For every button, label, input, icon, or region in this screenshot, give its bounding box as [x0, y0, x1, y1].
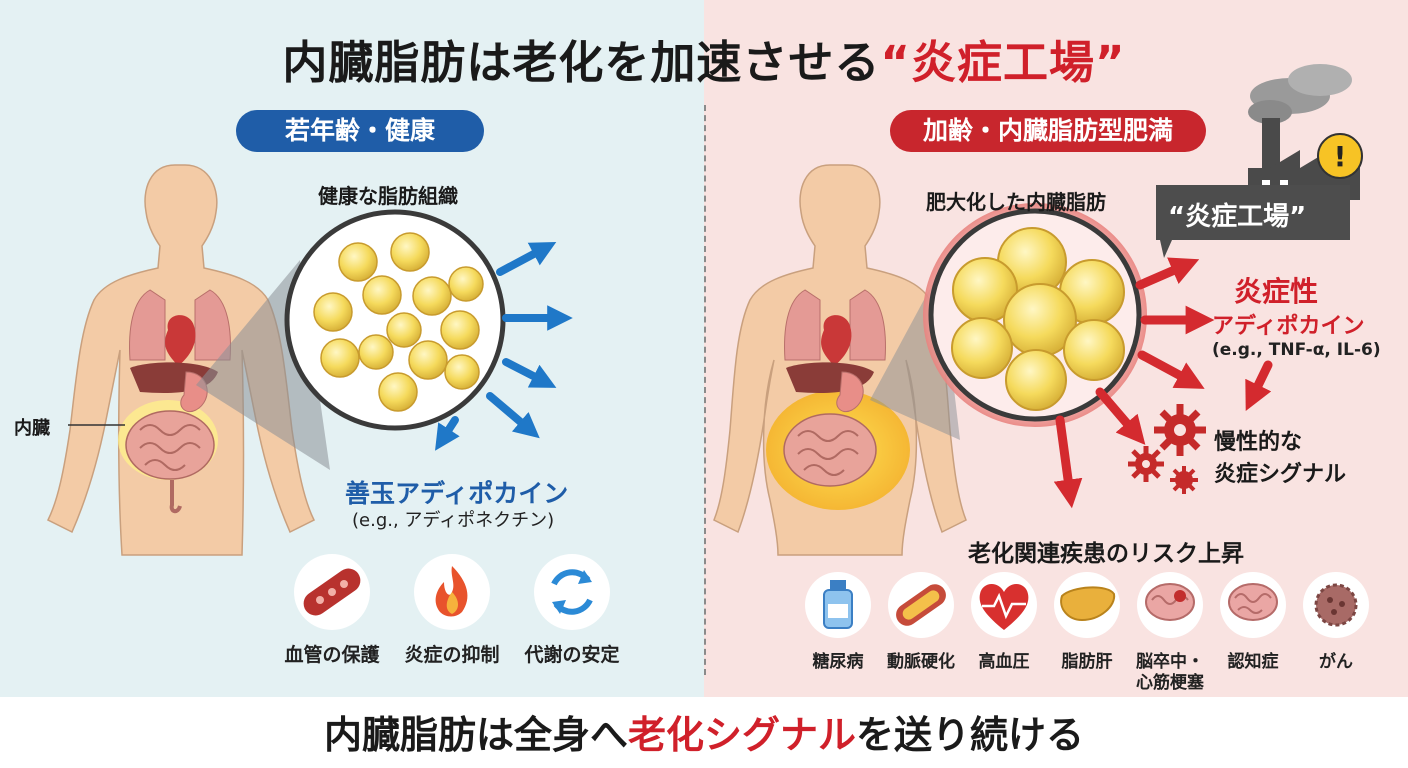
- warning-icon: [1317, 133, 1363, 179]
- heart-pulse-icon: [979, 583, 1029, 630]
- benefit-label-inflammation: 炎症の抑制: [404, 644, 500, 666]
- signal-label-line2: 炎症シグナル: [1214, 462, 1347, 487]
- disease-label-infarction: 心筋梗塞: [1136, 673, 1204, 693]
- cancer-cell-icon: [1314, 583, 1358, 627]
- inflammatory-title: 炎症性: [1234, 275, 1319, 308]
- brain-icon: [1228, 583, 1278, 621]
- disease-label-stroke: 脳卒中・: [1136, 652, 1204, 672]
- page-title: 内臓脂肪は老化を加速させる“炎症工場”: [282, 36, 1126, 89]
- disease-label-diabetes: 糖尿病: [812, 652, 864, 672]
- flame-icon: [435, 566, 468, 617]
- benefit-label-vessel: 血管の保護: [284, 644, 380, 666]
- factory-label: “炎症工場”: [1168, 202, 1307, 232]
- gear-icon: [1128, 404, 1206, 494]
- disease-label-dementia: 認知症: [1227, 652, 1279, 672]
- brain-stroke-icon: [1145, 583, 1195, 621]
- artery-icon: [896, 584, 946, 626]
- signal-label-line1: 慢性的な: [1214, 430, 1303, 455]
- healthy-badge: 若年齢・健康: [236, 110, 484, 152]
- footer-message: 内臓脂肪は全身へ老化シグナルを送り続ける: [323, 713, 1085, 757]
- warning-mark: !: [1334, 140, 1347, 173]
- healthy-tissue-circle: [284, 209, 506, 431]
- inflamed-tissue-circle: [923, 203, 1147, 427]
- panel-divider: [704, 105, 706, 675]
- bad-adipokine-arrows: [1053, 257, 1273, 509]
- fat-cell-small: [313, 232, 484, 412]
- good-adipokine-title: 善玉アディポカイン: [345, 479, 569, 508]
- disease-label-fatty-liver: 脂肪肝: [1061, 652, 1113, 672]
- cycle-arrows-icon: [551, 569, 593, 615]
- risk-title: 老化関連疾患のリスク上昇: [968, 541, 1244, 567]
- organ-label: 内臓: [14, 418, 50, 439]
- inflammatory-subtitle: アディポカイン: [1212, 314, 1365, 339]
- good-adipokine-example: (e.g., アディポネクチン): [352, 510, 555, 531]
- blood-vessel-icon: [303, 568, 361, 616]
- good-adipokine-arrows: [435, 241, 573, 451]
- inflammatory-example: (e.g., TNF-α, IL-6): [1212, 340, 1381, 360]
- enlarged-fat-label: 肥大化した内臓脂肪: [926, 190, 1106, 214]
- obese-body-figure: [713, 164, 967, 556]
- disease-label-hypertension: 高血圧: [978, 652, 1030, 672]
- liver-icon: [1060, 586, 1116, 622]
- fat-cell-large: [951, 227, 1125, 411]
- illustration-canvas: !: [46, 64, 1369, 638]
- healthy-tissue-label: 健康な脂肪組織: [318, 184, 458, 208]
- disease-label-cancer: がん: [1319, 652, 1353, 672]
- factory-speech-box: [1156, 185, 1350, 258]
- healthy-body-figure: [46, 164, 316, 556]
- aging-badge: 加齢・内臓脂肪型肥満: [890, 110, 1206, 152]
- benefit-label-metabolism: 代謝の安定: [524, 644, 620, 666]
- bottle-icon: [823, 580, 853, 629]
- disease-label-arteriosclerosis: 動脈硬化: [887, 652, 955, 672]
